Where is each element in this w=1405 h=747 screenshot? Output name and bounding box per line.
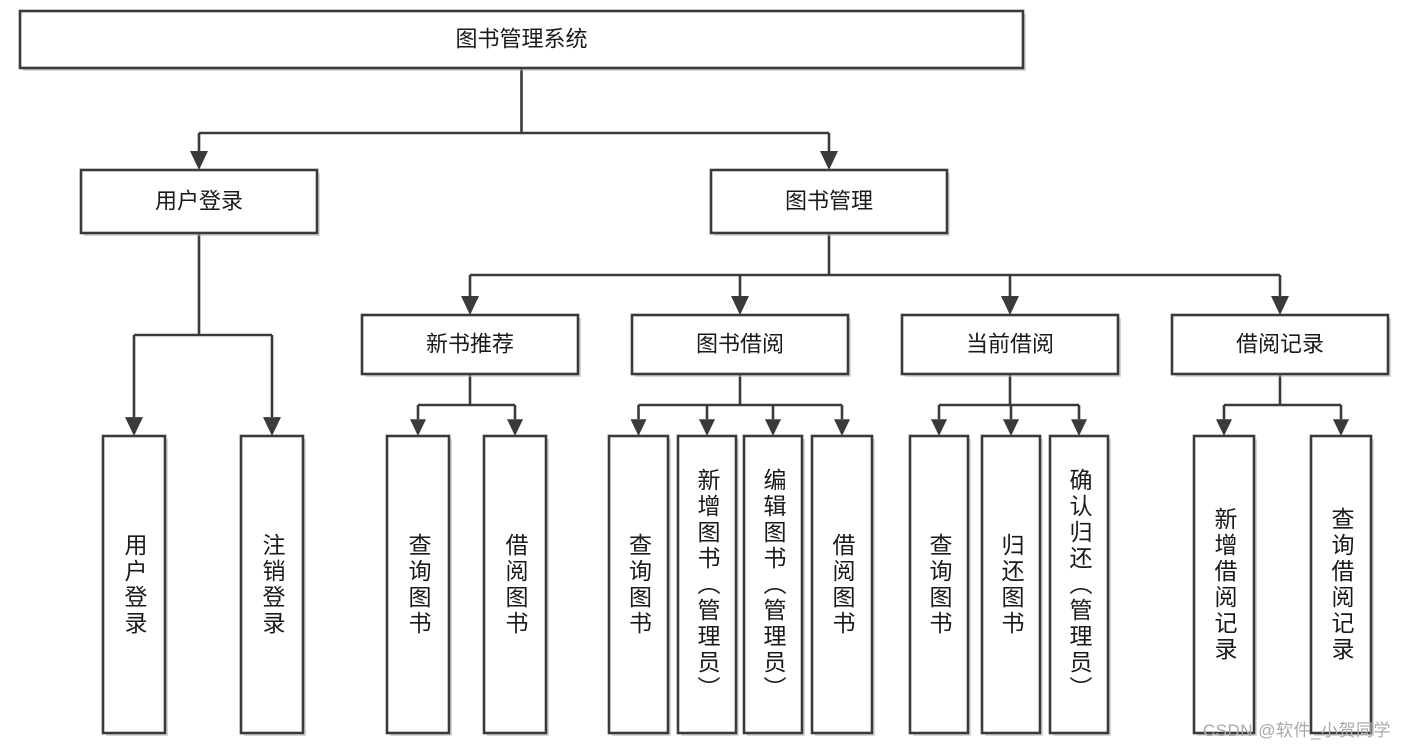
node-leaf-add-book-admin-box[interactable] — [676, 434, 738, 735]
borrow-record-to-leaves-arrowhead-0 — [1216, 419, 1232, 436]
node-new-book-recommend-box[interactable] — [360, 313, 580, 376]
node-leaf-edit-book-admin-box[interactable] — [742, 434, 804, 735]
node-user-login-label: 用户登录 — [155, 188, 243, 213]
book-borrow-to-leaves-arrowhead-2 — [765, 419, 781, 436]
node-leaf-confirm-return-box[interactable] — [1048, 434, 1110, 735]
node-leaf-add-borrow-record-box[interactable] — [1192, 434, 1256, 735]
watermark: CSDN @软件_小贺同学 — [1202, 721, 1391, 740]
current-borrow-to-leaves-arrowhead-2 — [1071, 419, 1087, 436]
node-leaf-user-login-box[interactable] — [101, 434, 167, 735]
node-borrow-record-label: 借阅记录 — [1236, 331, 1324, 356]
node-leaf-borrow-book-bor-box[interactable] — [810, 434, 874, 735]
node-leaf-user-logout-box[interactable] — [239, 434, 305, 735]
book-manage-to-level2-arrowhead-2 — [1001, 296, 1019, 315]
book-manage-to-level2-arrowhead-1 — [731, 296, 749, 315]
node-book-borrow-label: 图书借阅 — [696, 331, 784, 356]
new-book-recommend-to-leaves-arrowhead-1 — [507, 419, 523, 436]
book-manage-to-level2-arrowhead-3 — [1271, 296, 1289, 315]
node-book-borrow-box[interactable] — [630, 313, 850, 376]
node-root-box[interactable] — [18, 9, 1025, 70]
node-borrow-record-box[interactable] — [1170, 313, 1390, 376]
node-book-manage-box[interactable] — [709, 168, 949, 235]
connector-layer — [125, 68, 1349, 436]
current-borrow-to-leaves-arrowhead-0 — [931, 419, 947, 436]
node-leaf-query-borrow-record-box[interactable] — [1309, 434, 1373, 735]
node-user-login-box[interactable] — [79, 168, 319, 235]
node-root-label: 图书管理系统 — [455, 26, 587, 51]
node-new-book-recommend-label: 新书推荐 — [426, 331, 514, 356]
user-login-to-leaves-arrowhead-1 — [263, 417, 281, 436]
node-leaf-query-book-cur-box[interactable] — [908, 434, 970, 735]
book-borrow-to-leaves-arrowhead-0 — [630, 419, 647, 436]
book-borrow-to-leaves-arrowhead-1 — [699, 419, 715, 436]
node-book-manage-label: 图书管理 — [785, 188, 873, 213]
user-login-to-leaves-arrowhead-0 — [125, 417, 143, 436]
node-box-layer — [18, 9, 1391, 736]
book-manage-to-level2-arrowhead-0 — [461, 296, 479, 315]
node-leaf-borrow-book-rec-box[interactable] — [482, 434, 548, 735]
book-borrow-to-leaves-arrowhead-3 — [834, 419, 850, 436]
current-borrow-to-leaves-arrowhead-1 — [1003, 419, 1019, 436]
node-leaf-query-book-rec-box[interactable] — [385, 434, 451, 735]
node-current-borrow-label: 当前借阅 — [966, 331, 1054, 356]
root-to-level1-arrowhead-1 — [820, 151, 838, 170]
new-book-recommend-to-leaves-arrowhead-0 — [410, 419, 426, 436]
node-current-borrow-box[interactable] — [900, 313, 1120, 376]
node-leaf-query-book-bor-box[interactable] — [607, 434, 670, 735]
node-leaf-return-book-box[interactable] — [980, 434, 1042, 735]
root-to-level1-arrowhead-0 — [190, 151, 208, 170]
borrow-record-to-leaves-arrowhead-1 — [1333, 419, 1349, 436]
